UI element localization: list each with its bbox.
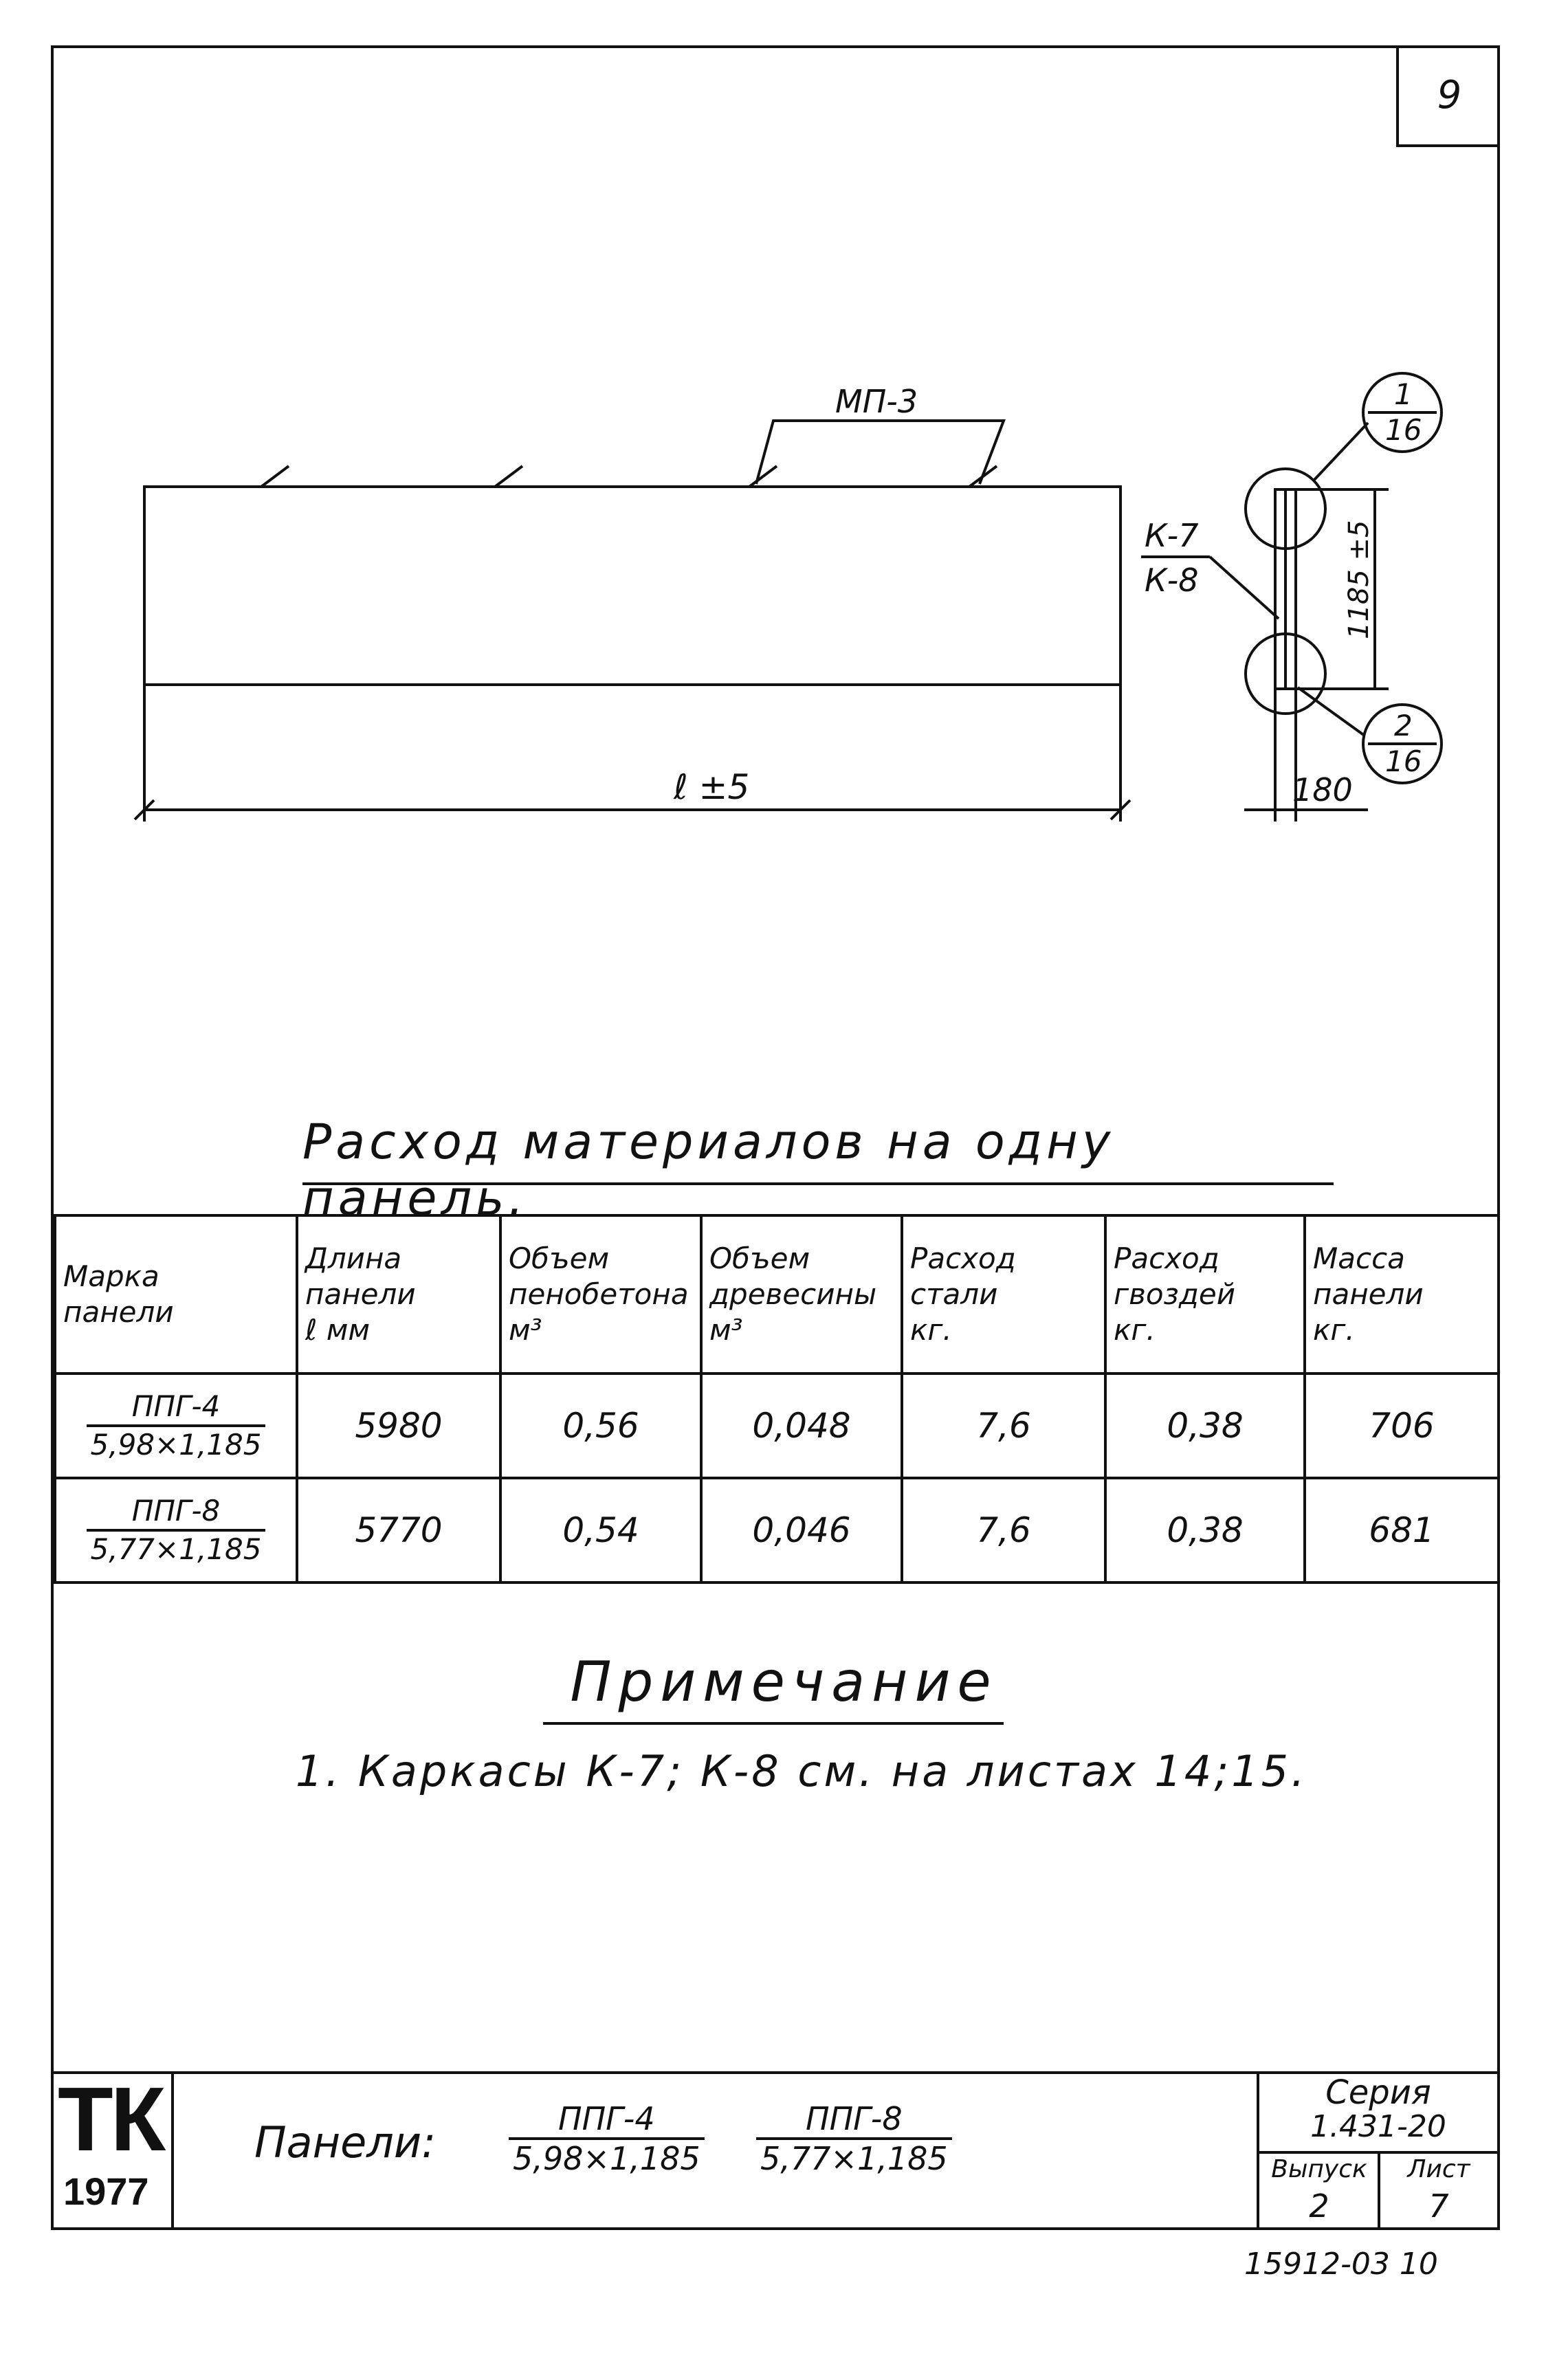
- cell-foam-concrete: 0,56: [499, 1372, 703, 1479]
- cell-steel: 7,6: [901, 1477, 1107, 1584]
- detail-circle-bottom: [1244, 632, 1327, 715]
- cell-nails: 0,38: [1104, 1477, 1306, 1584]
- header-nails: Расход гвоздей кг.: [1104, 1214, 1306, 1375]
- sheet-label: Лист: [1407, 2155, 1470, 2183]
- note-title: Примечание: [570, 1650, 998, 1714]
- logo-text: ТК: [58, 2069, 166, 2170]
- loop-mark: [748, 465, 778, 488]
- sheet-value: 7: [1428, 2187, 1449, 2225]
- issue-value: 2: [1309, 2187, 1329, 2225]
- table-header-row: Марка панели Длина панели ℓ мм Объем пен…: [54, 1214, 1500, 1375]
- callout-1-bubble: [1362, 372, 1443, 453]
- header-wood: Объем древесины м³: [700, 1214, 903, 1375]
- callout-1-den: 16: [1385, 413, 1422, 447]
- panel-elevation: [143, 485, 1122, 686]
- sheet-number: 9: [1396, 45, 1500, 147]
- header-foam-concrete: Объем пенобетона м³: [499, 1214, 703, 1375]
- mp3-leader: [755, 419, 1006, 485]
- thickness-dimension-text: 180: [1292, 771, 1353, 808]
- callout-1-num: 1: [1394, 377, 1413, 411]
- materials-table: Марка панели Длина панели ℓ мм Объем пен…: [54, 1214, 1500, 1584]
- k8-label: К-8: [1145, 562, 1199, 599]
- cell-length: 5980: [296, 1372, 502, 1479]
- table-title: Расход материалов на одну панель.: [302, 1114, 1115, 1226]
- cell-wood: 0,046: [700, 1477, 903, 1584]
- header-mark: Марка панели: [54, 1214, 298, 1375]
- title-block-divider: [1378, 2151, 1380, 2227]
- mp3-label: МП-3: [835, 383, 918, 420]
- archive-stamp: 15912-03 10: [1244, 2247, 1438, 2282]
- callout-2-den: 16: [1385, 745, 1422, 778]
- panel-drawing: МП-3 К-7 К-8 ℓ ±5 180 1185 ±5 1 16 2 16: [133, 372, 1443, 821]
- table-title-underline: [302, 1182, 1334, 1185]
- callout-2-num: 2: [1394, 709, 1413, 742]
- logo-year: 1977: [63, 2170, 149, 2213]
- title-block-border: [54, 2071, 1497, 2074]
- cell-mass: 706: [1303, 1372, 1500, 1479]
- loop-mark: [260, 465, 290, 488]
- cell-wood: 0,048: [700, 1372, 903, 1479]
- callout-2-bubble: [1362, 703, 1443, 784]
- loop-mark: [494, 465, 524, 488]
- k7-label: К-7: [1145, 517, 1199, 554]
- cell-foam-concrete: 0,54: [499, 1477, 703, 1584]
- title-block-series: Серия 1.431-20 Выпуск 2 Лист 7: [1257, 2074, 1497, 2230]
- issue-label: Выпуск: [1271, 2155, 1367, 2183]
- length-dimension-text: ℓ ±5: [673, 767, 749, 807]
- series-label: Серия: [1325, 2073, 1431, 2112]
- header-length: Длина панели ℓ мм: [296, 1214, 502, 1375]
- header-mass: Масса панели кг.: [1303, 1214, 1500, 1375]
- header-steel: Расход стали кг.: [901, 1214, 1107, 1375]
- title-block-logo: ТК 1977: [54, 2069, 174, 2230]
- note-text: 1. Каркасы К-7; К-8 см. на листах 14;15.: [296, 1746, 1307, 1796]
- note-underline: [543, 1722, 1004, 1725]
- title-block-label: Панели:: [254, 2117, 437, 2168]
- cell-steel: 7,6: [901, 1372, 1107, 1479]
- series-number: 1.431-20: [1310, 2109, 1446, 2144]
- detail-circle-top: [1244, 467, 1327, 550]
- cell-nails: 0,38: [1104, 1372, 1306, 1479]
- cell-mass: 681: [1303, 1477, 1500, 1584]
- height-dimension-text: 1185 ±5: [1343, 520, 1375, 639]
- cell-length: 5770: [296, 1477, 502, 1584]
- drawing-frame: [51, 45, 1500, 2230]
